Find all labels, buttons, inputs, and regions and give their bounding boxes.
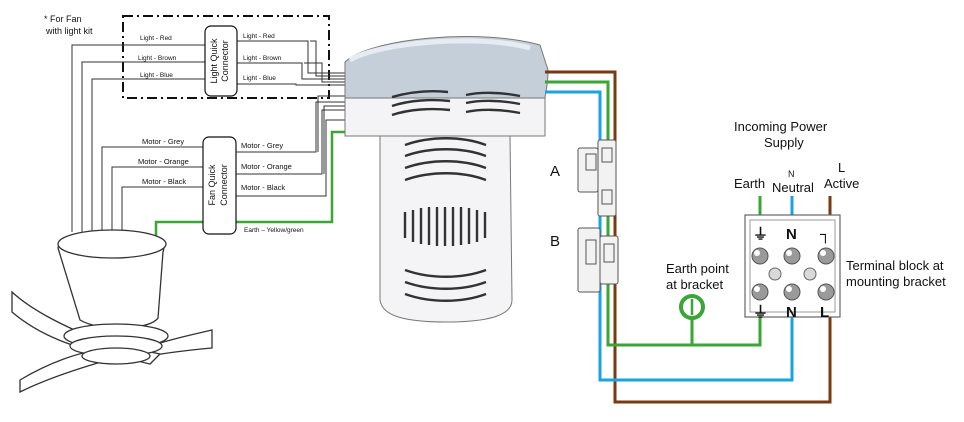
motor-left-label-1: Motor - Grey <box>142 137 184 146</box>
active-wire-brown <box>545 70 832 404</box>
light-right-label-1: Light - Red <box>243 33 275 40</box>
terminal-top-active: ┐ <box>820 226 831 244</box>
plug-b <box>577 227 619 293</box>
terminal-bottom-active: L <box>820 304 829 321</box>
motor-left-wires <box>101 146 203 232</box>
motor-right-label-3: Motor - Black <box>241 183 285 192</box>
earth-wire-green <box>545 80 762 347</box>
light-right-label-2: Light - Brown <box>243 55 282 62</box>
supply-active-label: Active <box>824 176 859 191</box>
plug-a <box>577 139 617 217</box>
supply-title-2: Supply <box>764 135 804 150</box>
motor-left-label-3: Motor - Black <box>142 177 186 186</box>
light-quick-connector <box>204 25 238 97</box>
light-connector-label-1: Light Quick <box>209 38 219 84</box>
supply-neutral-label: Neutral <box>772 180 814 195</box>
supply-active-letter: L <box>838 160 845 175</box>
terminal-block-label-2: mounting bracket <box>846 274 946 289</box>
neutral-wire-blue <box>545 90 794 382</box>
terminal-bottom-earth: ⏚ <box>753 304 768 321</box>
plug-a-label: A <box>550 163 560 180</box>
motor-right-label-1: Motor - Grey <box>241 141 283 150</box>
fan-connector-label-1: Fan Quick <box>207 164 217 206</box>
light-kit-box <box>122 15 330 99</box>
earth-wire-label: Earth – Yellow/green <box>244 227 304 234</box>
light-connector-label-2: Connector <box>220 40 230 82</box>
light-left-label-1: Light - Red <box>140 35 172 42</box>
note-line1: * For Fan <box>44 14 82 24</box>
fan-connector-label-2: Connector <box>219 164 229 206</box>
motor-right-label-2: Motor - Orange <box>241 162 292 171</box>
light-left-label-3: Light - Blue <box>140 72 173 79</box>
note-line2: with light kit <box>45 26 93 36</box>
supply-earth-label: Earth <box>734 176 765 191</box>
supply-title-1: Incoming Power <box>734 119 828 134</box>
fan-quick-connector <box>202 136 237 235</box>
light-left-wires <box>71 44 205 232</box>
supply-neutral-letter: N <box>788 169 795 179</box>
terminal-block <box>744 214 841 318</box>
canopy-housing <box>344 36 549 323</box>
plug-b-label: B <box>550 233 560 250</box>
terminal-top-earth: ⏚ <box>753 226 768 243</box>
terminal-bottom-neutral: N <box>786 304 797 321</box>
light-left-label-2: Light - Brown <box>138 55 177 62</box>
light-right-wires <box>237 40 347 86</box>
terminal-top-neutral: N <box>786 226 797 243</box>
motor-right-wires <box>236 95 347 197</box>
earth-wire-line <box>154 130 345 240</box>
terminal-block-label-1: Terminal block at <box>846 258 944 273</box>
ceiling-fan-drawing <box>11 229 213 394</box>
earth-point-label-1: Earth point <box>666 261 729 276</box>
motor-left-label-2: Motor - Orange <box>138 157 189 166</box>
light-right-label-3: Light - Blue <box>243 75 276 82</box>
earth-point-label-2: at bracket <box>666 277 723 292</box>
